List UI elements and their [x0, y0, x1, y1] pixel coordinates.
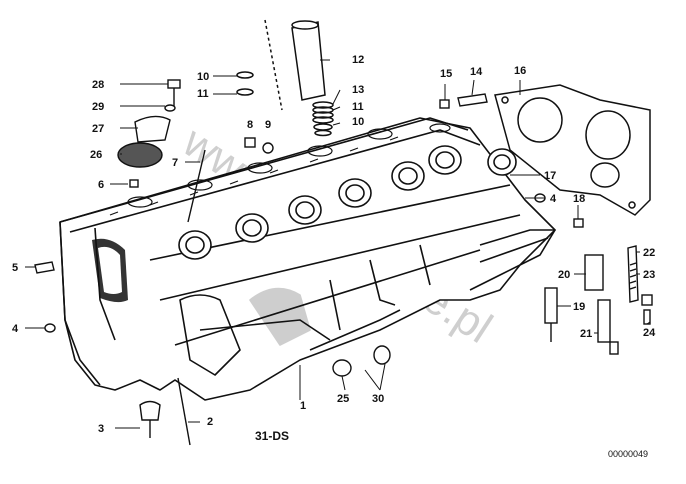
core-plugs: [178, 145, 517, 260]
part-label-26: 26: [90, 149, 102, 161]
part-label-11-right: 11: [352, 101, 364, 113]
part-label-27: 27: [92, 123, 104, 135]
part-label-2: 2: [207, 416, 213, 428]
part-label-11-top: 11: [197, 88, 209, 100]
part-label-16: 16: [514, 65, 526, 77]
part-label-18: 18: [573, 193, 585, 205]
part-label-30: 30: [372, 393, 384, 405]
part-label-10-right: 10: [352, 116, 364, 128]
diagram-title: 31-DS: [255, 429, 289, 443]
gasket-16: [494, 84, 651, 216]
part-label-3: 3: [98, 423, 104, 435]
part-label-14: 14: [470, 66, 483, 78]
part-label-17: 17: [544, 170, 556, 182]
part-label-4-left: 4: [12, 323, 19, 335]
part-label-5: 5: [12, 262, 18, 274]
part-label-19: 19: [573, 301, 585, 313]
part-label-13: 13: [352, 84, 364, 96]
part-label-4-top: 4: [550, 193, 557, 205]
part-label-12: 12: [352, 54, 364, 66]
part-label-25: 25: [337, 393, 349, 405]
leader-lines: [25, 59, 651, 429]
part-label-23: 23: [643, 269, 655, 281]
part-label-15: 15: [440, 68, 452, 80]
part-label-24: 24: [643, 327, 656, 339]
engine-block: [59, 117, 556, 401]
part-label-28: 28: [92, 79, 104, 91]
part-label-9: 9: [265, 119, 271, 131]
part-label-20: 20: [558, 269, 570, 281]
part-labels: 1 2 3 4 4 5 6 7 8 9 10 10 11 11 12 13 14…: [12, 54, 656, 435]
part-label-7: 7: [172, 157, 178, 169]
deck-openings: [127, 123, 451, 208]
part-label-29: 29: [92, 101, 104, 113]
part-label-22: 22: [643, 247, 655, 259]
part-label-10-top: 10: [197, 71, 209, 83]
part-label-8: 8: [247, 119, 253, 131]
tensioner-parts: [544, 245, 653, 355]
catalog-number: 00000049: [608, 449, 648, 459]
washers-10-11-top: [236, 71, 254, 96]
part-label-6: 6: [98, 179, 104, 191]
part-label-1: 1: [300, 400, 306, 412]
spring-13: [312, 101, 334, 137]
sleeve-12: [264, 19, 326, 111]
part-label-21: 21: [580, 328, 592, 340]
